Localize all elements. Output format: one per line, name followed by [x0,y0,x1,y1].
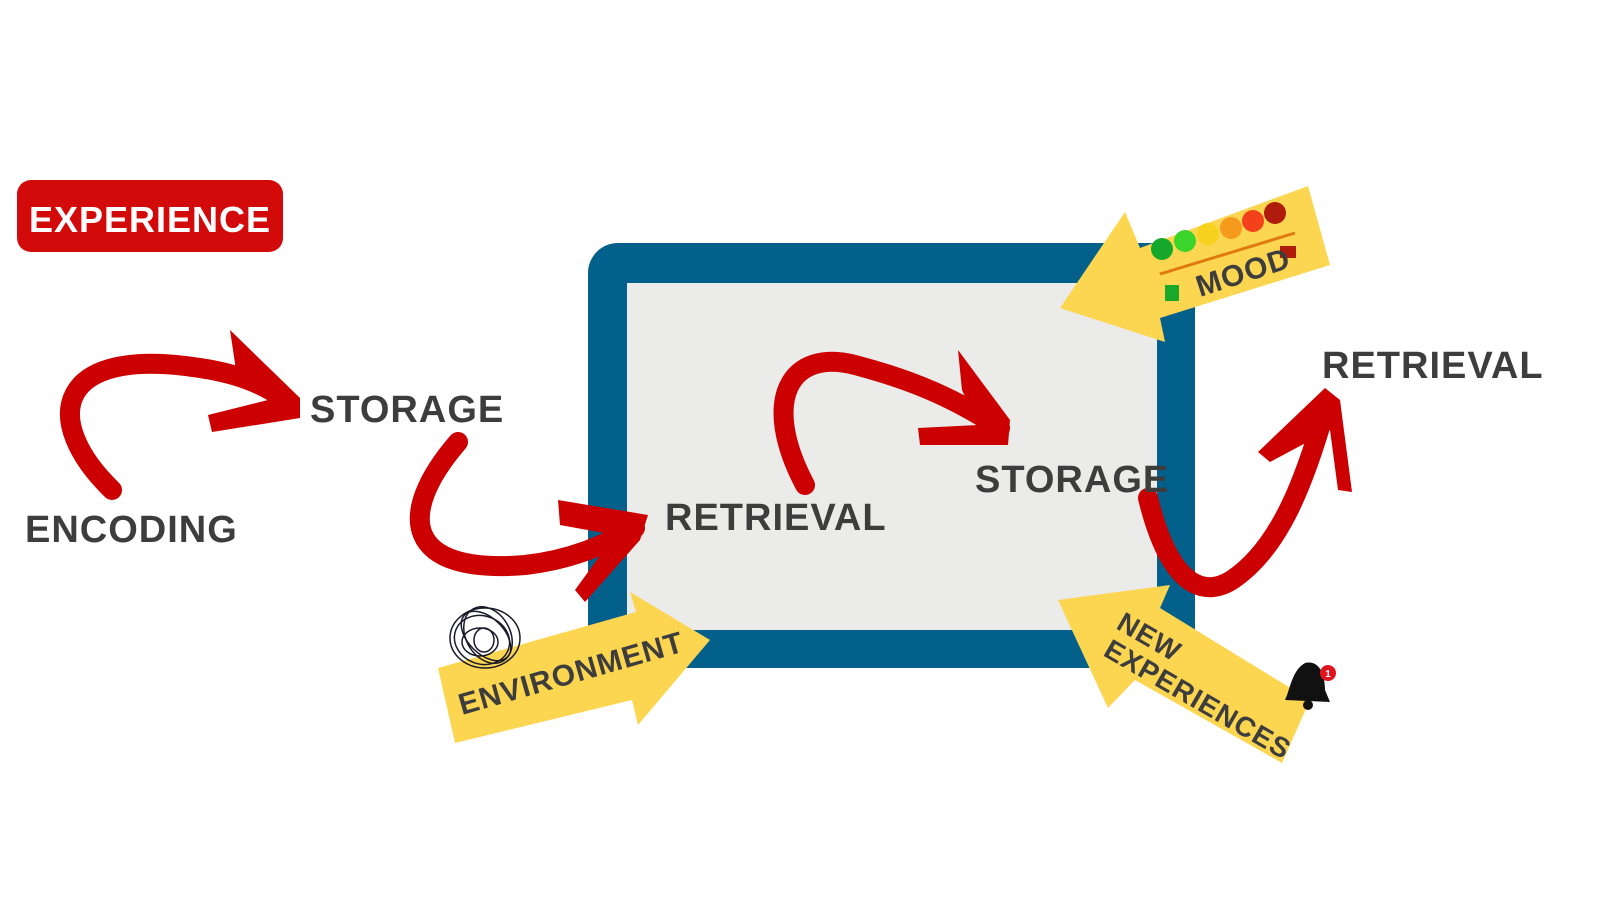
storage-label-1: STORAGE [310,389,504,431]
retrieval-label-1: RETRIEVAL [665,497,887,539]
environment-arrow: ENVIRONMENT [438,592,710,743]
new-experiences-arrow: NEW EXPERIENCES 1 [1058,585,1336,765]
experience-badge: EXPERIENCE [17,180,283,252]
retrieval-frame [588,243,1195,668]
mood-scale-icon [1151,202,1296,276]
arrow-storage-to-retrieval [409,432,648,602]
retrieval-label-2: RETRIEVAL [1322,345,1544,387]
experience-label: EXPERIENCE [29,199,271,240]
notification-count: 1 [1325,669,1331,680]
arrow-retrieval-to-storage [773,350,1010,495]
thumbs-down-icon [1280,246,1296,258]
storage-label-2: STORAGE [975,459,1169,501]
arrow-storage-to-retrieval-2 [1138,388,1352,598]
thumbs-up-icon [1165,285,1179,301]
scribble-icon [449,606,521,669]
bell-notification-icon: 1 [1285,662,1336,710]
encoding-label: ENCODING [25,509,238,551]
mood-arrow: MOOD [1060,186,1330,342]
arrow-encoding-to-storage [60,330,300,500]
